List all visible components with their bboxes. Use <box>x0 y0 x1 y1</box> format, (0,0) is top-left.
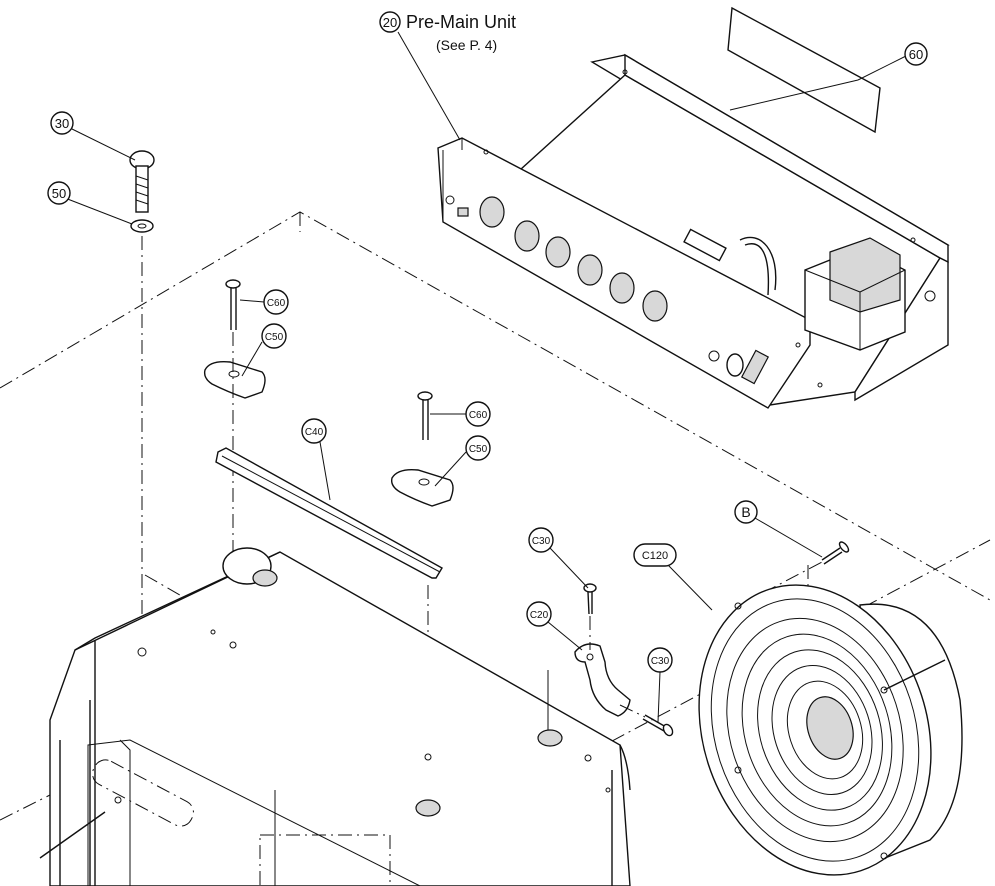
callout-c50-right-text: C50 <box>469 444 488 455</box>
leader-lines <box>64 31 907 723</box>
callout-c30-top-text: C30 <box>532 536 551 547</box>
pre-main-unit-page-ref: (See P. 4) <box>436 37 497 53</box>
cabinet <box>39 547 631 886</box>
callout-c20: C20 <box>526 601 552 627</box>
callout-c20-text: C20 <box>530 610 549 621</box>
callout-c60-right: C60 <box>465 401 491 427</box>
callout-c40: C40 <box>301 418 327 444</box>
pre-main-unit <box>437 53 950 409</box>
bar-c40 <box>215 447 443 579</box>
callout-30-number: 30 <box>55 116 69 131</box>
callout-c60-left: C60 <box>263 289 289 315</box>
callout-60-number: 60 <box>909 47 923 62</box>
label-panel-60 <box>727 6 881 134</box>
callout-b-text: B <box>741 504 750 520</box>
control-knobs <box>479 196 668 322</box>
bracket-c20 <box>574 643 631 717</box>
callout-50: 50 <box>47 181 71 205</box>
callout-c50-right: C50 <box>465 435 491 461</box>
callout-c60-left-text: C60 <box>267 298 286 309</box>
callout-c30-side-text: C30 <box>651 656 670 667</box>
pre-main-unit-title: Pre-Main Unit <box>406 12 516 32</box>
washer-50 <box>130 219 154 233</box>
callout-c120-text: C120 <box>642 550 668 562</box>
callout-b: B <box>734 500 758 524</box>
callout-50-number: 50 <box>52 186 66 201</box>
speaker-c120 <box>698 584 963 876</box>
callout-30: 30 <box>50 111 74 135</box>
bolt-30 <box>129 150 155 213</box>
screw-c30-top <box>583 583 597 615</box>
callout-c30-top: C30 <box>528 527 554 553</box>
callout-c120: C120 <box>633 543 677 567</box>
screw-c60-left <box>225 279 241 330</box>
callout-c60-right-text: C60 <box>469 410 488 421</box>
callout-60: 60 <box>904 42 928 66</box>
callout-c50-left-text: C50 <box>265 332 284 343</box>
callout-c30-side: C30 <box>647 647 673 673</box>
callout-c50-left: C50 <box>261 323 287 349</box>
clamp-c50-left <box>203 360 266 399</box>
screw-c30-side <box>642 714 674 737</box>
screw-c60-right <box>417 391 433 440</box>
clamp-c50-right <box>390 468 454 507</box>
callout-20: 20 <box>379 11 401 33</box>
callout-20-number: 20 <box>383 15 397 30</box>
screw-b <box>821 541 850 565</box>
transformer <box>804 237 906 351</box>
callout-c40-text: C40 <box>305 427 324 438</box>
